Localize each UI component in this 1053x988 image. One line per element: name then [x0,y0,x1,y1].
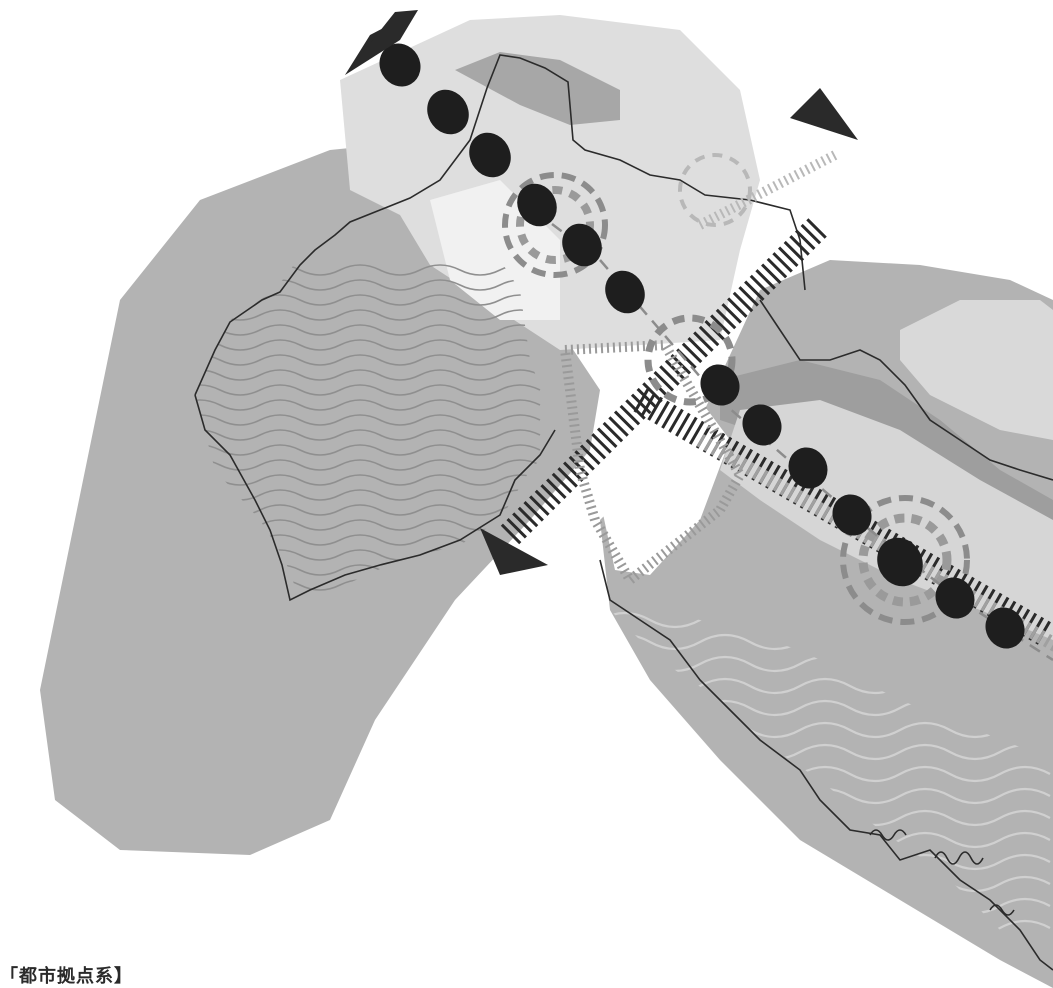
arrow-head-icon [790,88,858,140]
diagram-caption: 「都市拠点系】 [0,962,133,988]
